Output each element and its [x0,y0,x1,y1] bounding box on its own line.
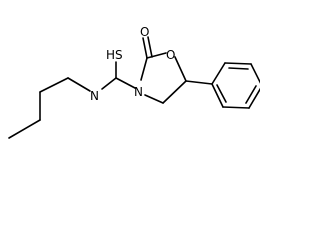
bond-butyl-c4-n [67,77,91,92]
bond-phenyl-1 [211,62,226,85]
bond-ring-n-carbonyl-c [140,57,148,81]
bond-phenyl-2 [224,62,252,65]
bond-c4-ring-n [144,94,164,104]
bond-phenyl-4 [248,87,260,109]
atom-labels: HS O O N N [90,25,175,103]
bond-phenyl-6 [211,83,224,108]
bonds [8,36,260,139]
molecule-structure-diagram: HS O O N N [8,25,260,139]
atom-label-amide-n: N [90,89,99,103]
atom-label-ring-n: N [134,85,143,99]
atom-label-thione-s: HS [106,48,123,62]
bond-carbonyl-double-1 [142,37,148,59]
bond-butyl-c3-c4 [39,77,69,93]
bond-phenyl-5 [222,106,250,109]
bond-c5-phenyl [185,80,213,85]
bond-phenyl-inner-1 [228,67,249,70]
bond-carbonyl-c-ring-o [146,52,167,59]
bond-n-thiocarbonyl [101,77,117,90]
bond-c5-c4 [162,80,187,104]
bond-butyl-c1-c2 [8,119,41,139]
bond-carbonyl-double-2 [147,36,153,58]
bond-thiocarbonyl-ring-n [115,77,136,89]
atom-label-ring-o: O [166,48,175,62]
bond-ring-o-c5 [174,56,187,82]
bond-phenyl-3 [250,63,260,84]
atom-label-carbonyl-o: O [140,25,149,39]
bond-phenyl-inner-2 [245,85,257,104]
bond-phenyl-inner-3 [216,84,227,103]
